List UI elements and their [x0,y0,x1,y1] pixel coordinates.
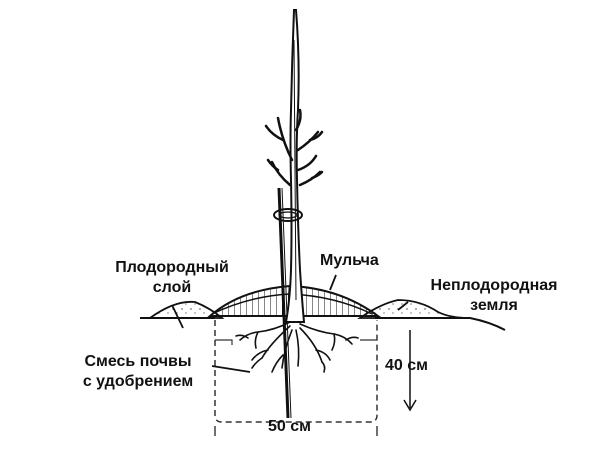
support-stake [277,187,290,419]
label-infertile-soil-line2: земля [470,297,518,314]
planting-pit [214,320,378,423]
leader-lines [171,274,409,373]
label-fertile-layer-line1: Плодородный [115,259,229,276]
label-soil-mix-line2: с удобрением [82,373,194,390]
soil-heap-right [357,299,471,319]
tie-loop [273,208,303,222]
tie-loop-inner [278,211,298,219]
label-width: 50 см [268,418,311,435]
roots [235,321,359,373]
label-infertile-soil-line1: Неплодородная [430,277,558,294]
label-mulch: Мульча [320,252,379,269]
label-soil-mix-line1: Смесь почвы [84,353,192,370]
label-fertile-layer-line2: слой [152,279,192,296]
tree-branches [264,108,324,187]
pit-step-left [215,339,233,345]
label-depth: 40 см [385,357,428,374]
ground-slope-right [469,317,506,331]
depth-arrow-head [403,399,417,412]
trunk-hatch [293,39,297,301]
support-stake-inner [281,187,292,419]
